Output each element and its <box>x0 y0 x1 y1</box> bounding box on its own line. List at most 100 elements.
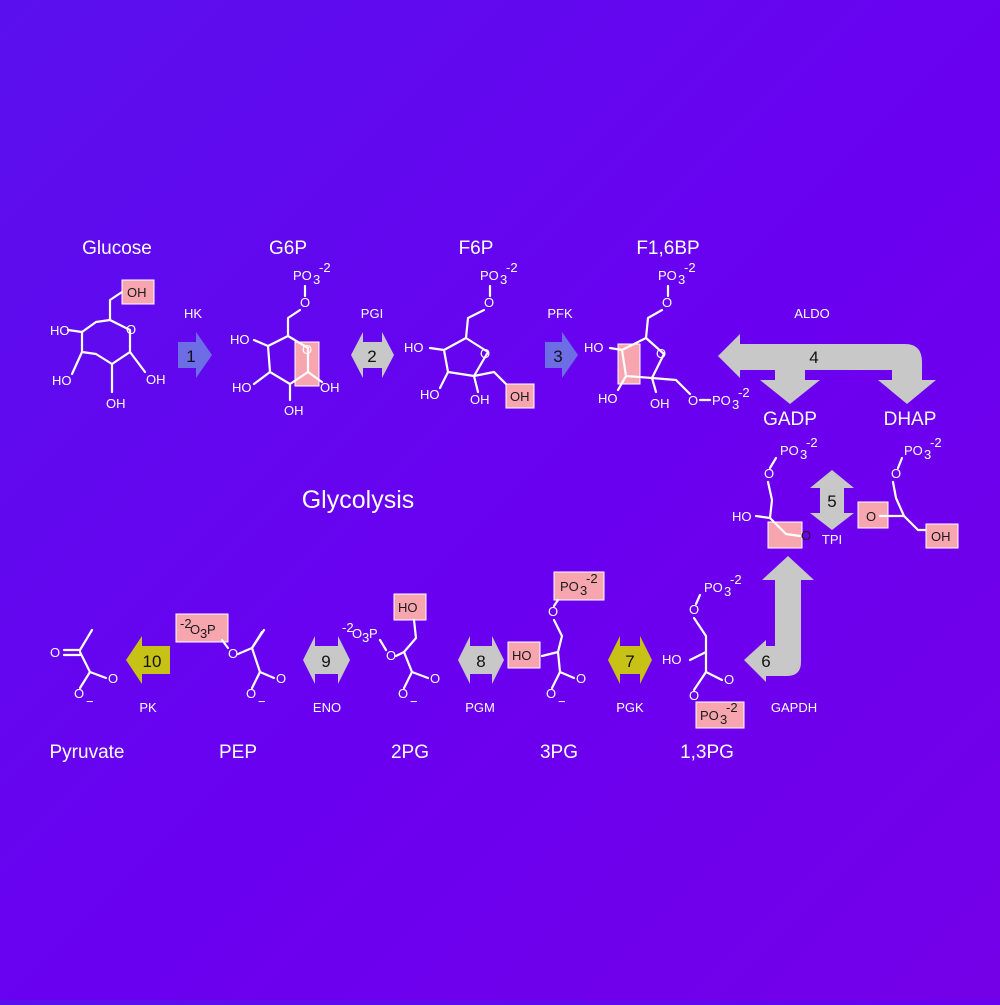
svg-text:O: O <box>724 672 734 687</box>
13bpg-phosphate-highlight <box>695 701 745 729</box>
svg-text:3: 3 <box>200 626 207 641</box>
enzyme-pk: PK <box>139 700 157 715</box>
enzyme-aldo: ALDO <box>794 306 829 321</box>
svg-text:HO: HO <box>230 332 250 347</box>
3pg-oh-highlight <box>507 641 541 669</box>
svg-text:O: O <box>276 671 286 686</box>
svg-text:O: O <box>246 686 256 701</box>
3pg-phosphate-highlight <box>553 571 605 601</box>
step-1-number: 1 <box>186 347 195 366</box>
svg-text:O: O <box>300 295 310 310</box>
label-pyruvate: Pyruvate <box>50 742 125 763</box>
svg-text:−: − <box>258 694 266 709</box>
svg-text:OH: OH <box>284 403 304 418</box>
svg-text:3: 3 <box>720 712 727 727</box>
svg-text:OH: OH <box>510 389 530 404</box>
svg-text:-2: -2 <box>586 571 598 586</box>
svg-text:P: P <box>207 622 216 637</box>
dhap-oh-highlight <box>925 523 959 549</box>
svg-text:OH: OH <box>470 392 490 407</box>
svg-text:PO: PO <box>293 268 312 283</box>
svg-text:O: O <box>126 322 136 337</box>
dhap-structure: PO 3 -2 O O OH <box>857 435 959 549</box>
svg-text:OH: OH <box>106 396 126 411</box>
svg-text:PO: PO <box>904 443 923 458</box>
svg-text:O: O <box>548 604 558 619</box>
svg-text:3: 3 <box>800 447 807 462</box>
svg-text:PO: PO <box>704 580 723 595</box>
svg-text:O: O <box>484 295 494 310</box>
svg-text:O: O <box>688 393 698 408</box>
2pg-structure: HO -2 O 3 P O O O − <box>342 593 440 709</box>
enzyme-hk: HK <box>184 306 202 321</box>
svg-text:−: − <box>410 694 418 709</box>
pep-phosphate-highlight <box>175 613 229 643</box>
svg-text:O: O <box>689 688 699 703</box>
enzyme-eno: ENO <box>313 700 341 715</box>
svg-text:HO: HO <box>512 648 532 663</box>
svg-text:-2: -2 <box>506 260 518 275</box>
svg-text:HO: HO <box>732 509 752 524</box>
label-f6p: F6P <box>459 238 494 259</box>
2pg-oh-highlight <box>393 593 427 621</box>
svg-text:HO: HO <box>398 600 418 615</box>
svg-text:O: O <box>398 686 408 701</box>
svg-text:O: O <box>74 686 84 701</box>
svg-text:O: O <box>50 645 60 660</box>
step-8-number: 8 <box>476 652 485 671</box>
step-1-arrow: 1 <box>178 332 212 378</box>
enzyme-pgm: PGM <box>465 700 495 715</box>
step-4-number: 4 <box>809 348 818 367</box>
label-gadp: GADP <box>763 409 817 430</box>
svg-text:HO: HO <box>662 652 682 667</box>
step-10-number: 10 <box>143 652 162 671</box>
svg-text:PO: PO <box>700 708 719 723</box>
svg-text:OH: OH <box>146 372 166 387</box>
svg-text:PO: PO <box>712 393 731 408</box>
svg-text:HO: HO <box>420 387 440 402</box>
f6p-structure: PO 3 -2 O HO HO OH OH O <box>404 260 535 409</box>
svg-text:OH: OH <box>320 380 340 395</box>
step-9-number: 9 <box>321 652 330 671</box>
svg-text:PO: PO <box>780 443 799 458</box>
svg-text:HO: HO <box>584 340 604 355</box>
svg-text:O: O <box>689 602 699 617</box>
step-5-arrow: 5 <box>810 470 854 530</box>
svg-text:O: O <box>302 342 312 357</box>
step-3-arrow: 3 <box>545 332 578 378</box>
label-g6p: G6P <box>269 238 307 259</box>
svg-text:−: − <box>86 694 94 709</box>
3pg-structure: PO 3 -2 O HO O O − <box>507 571 605 709</box>
step-3-number: 3 <box>553 347 562 366</box>
svg-text:3: 3 <box>500 272 507 287</box>
svg-text:-2: -2 <box>738 385 750 400</box>
pep-structure: -2 O 3 P O O O − <box>175 613 286 709</box>
13bpg-structure: PO 3 -2 O HO O O PO 3 -2 <box>662 572 745 729</box>
svg-text:3: 3 <box>924 447 931 462</box>
svg-text:P: P <box>369 626 378 641</box>
svg-text:O: O <box>801 528 811 543</box>
svg-text:O: O <box>480 346 490 361</box>
step-7-arrow: 7 <box>608 636 652 684</box>
svg-text:O: O <box>866 509 876 524</box>
enzyme-pgk: PGK <box>616 700 644 715</box>
step-6-arrow: 6 <box>744 556 814 682</box>
svg-text:-2: -2 <box>180 616 192 631</box>
svg-text:3: 3 <box>678 272 685 287</box>
svg-text:O: O <box>228 646 238 661</box>
label-f16bp: F1,6BP <box>636 238 699 259</box>
g6p-structure: PO 3 -2 O HO HO OH OH O <box>230 260 340 418</box>
svg-text:OH: OH <box>931 529 951 544</box>
svg-text:HO: HO <box>598 391 618 406</box>
svg-text:O: O <box>108 671 118 686</box>
svg-text:O: O <box>764 466 774 481</box>
step-6-number: 6 <box>761 652 770 671</box>
svg-text:O: O <box>430 671 440 686</box>
svg-text:3: 3 <box>313 272 320 287</box>
svg-text:3: 3 <box>362 630 369 645</box>
glucose-structure: OH HO OH HO OH O <box>50 279 166 411</box>
svg-text:OH: OH <box>650 396 670 411</box>
svg-text:PO: PO <box>560 579 579 594</box>
svg-text:O: O <box>190 622 200 637</box>
